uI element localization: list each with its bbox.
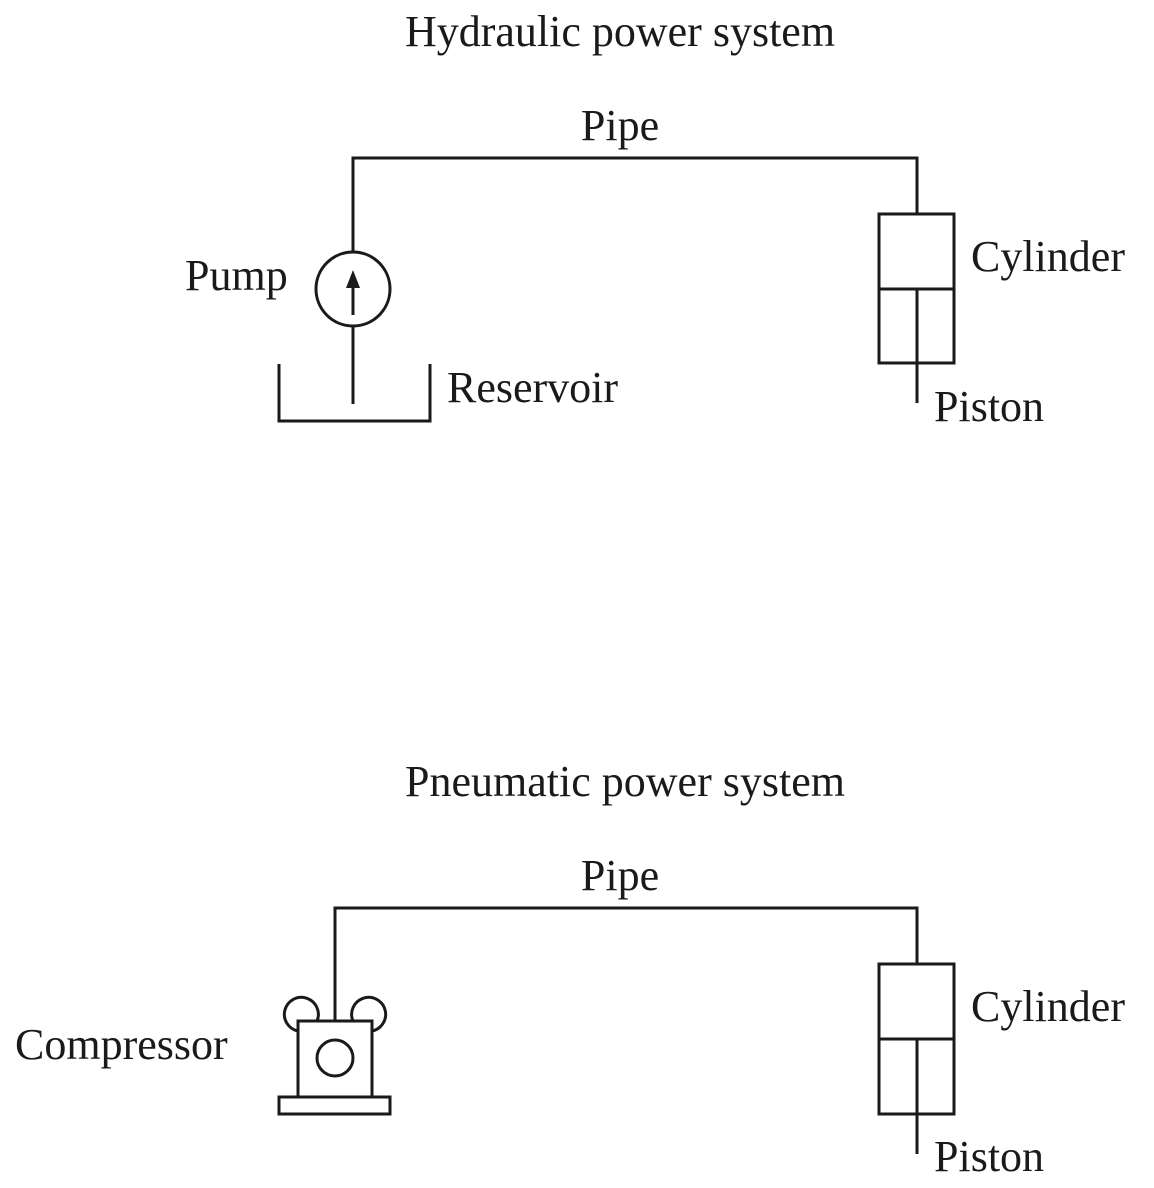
hydraulic-piston-label: Piston: [934, 382, 1044, 431]
hydraulic-cylinder-symbol: [877, 212, 956, 403]
hydraulic-pipe: [351, 156, 919, 252]
pneumatic-pipe: [333, 906, 919, 1021]
pump-arrow-icon: [346, 270, 360, 288]
compressor-symbol: [277, 995, 392, 1116]
pneumatic-system: Pneumatic power system Pipe Compressor C…: [15, 757, 1125, 1181]
compressor-right-lobe: [350, 995, 388, 1033]
hydraulic-title: Hydraulic power system: [405, 7, 835, 56]
pump-symbol: [314, 250, 392, 404]
compressor-body: [296, 1019, 374, 1099]
pneumatic-cylinder-label: Cylinder: [971, 982, 1125, 1031]
pump-label: Pump: [185, 251, 288, 300]
compressor-left-lobe: [282, 995, 320, 1033]
hydraulic-cylinder-label: Cylinder: [971, 232, 1125, 281]
hydraulic-pipe-label: Pipe: [581, 101, 659, 150]
pneumatic-piston-label: Piston: [934, 1132, 1044, 1181]
pneumatic-cylinder-symbol: [877, 962, 956, 1154]
pneumatic-title: Pneumatic power system: [405, 757, 845, 806]
hydraulic-system: Hydraulic power system Pipe Pump Reservo…: [185, 7, 1125, 431]
compressor-label: Compressor: [15, 1020, 228, 1069]
compressor-base: [277, 1095, 392, 1116]
reservoir-label: Reservoir: [447, 363, 618, 412]
reservoir-symbol: [277, 364, 432, 423]
pneumatic-pipe-label: Pipe: [581, 851, 659, 900]
compressor-rotor: [315, 1038, 355, 1078]
